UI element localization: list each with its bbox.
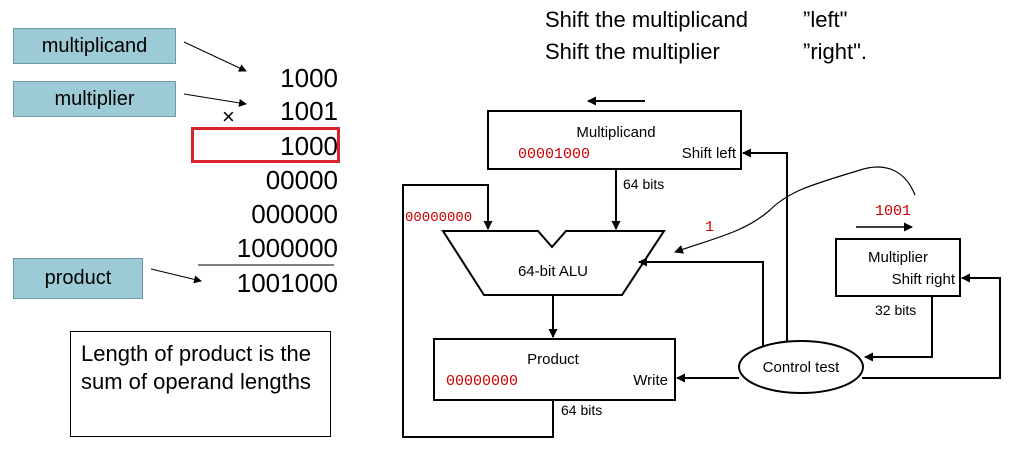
multiplier-register-title: Multiplier — [868, 249, 928, 266]
multiplier-arrow — [183, 93, 247, 107]
control-test-label: Control test — [763, 359, 841, 376]
multiplicand-register — [487, 110, 742, 170]
multiplicand-register-value: 00001000 — [518, 146, 590, 163]
header-line1-right: ”left" — [803, 7, 848, 32]
header-line1-left: Shift the multiplicand — [545, 7, 748, 32]
label-arrows — [150, 41, 334, 284]
multiplicand-arrow — [183, 41, 247, 72]
multiplier-register-value: 1001 — [875, 203, 911, 220]
multiplicand-bus-label: 64 bits — [623, 176, 664, 192]
alu-left-input-value: 00000000 — [405, 210, 472, 226]
partial-product-3: 000000 — [251, 199, 338, 229]
partial-product-4: 1000000 — [236, 233, 338, 263]
product-label: product — [44, 267, 112, 289]
product-register-title: Product — [527, 351, 580, 368]
multiplier-bus-label: 32 bits — [875, 302, 916, 318]
times-sign: × — [222, 104, 235, 129]
multiplicand-value: 1000 — [280, 63, 338, 93]
multiplier-label-box: multiplier — [13, 81, 176, 117]
header-line2-right: ”right". — [803, 39, 868, 64]
product-register-value: 00000000 — [446, 373, 518, 390]
multiplier-label: multiplier — [54, 87, 135, 110]
product-register — [433, 338, 676, 401]
alu-shape — [441, 230, 666, 296]
header-line2-left: Shift the multiplier — [545, 39, 720, 64]
multiplier-register — [835, 238, 961, 297]
product-bus-label: 64 bits — [561, 402, 602, 418]
partial-product-1: 1000 — [280, 131, 338, 161]
multiplicand-register-action: Shift left — [682, 145, 737, 162]
multiplicand-label: multiplicand — [41, 34, 148, 57]
control-test-unit — [738, 340, 864, 394]
multiplicand-label-box: multiplicand — [13, 28, 176, 64]
control-to-multiplier-arrow — [862, 273, 1001, 379]
product-value: 1001000 — [236, 268, 338, 298]
highlight-box — [191, 127, 340, 163]
product-feedback-loop — [402, 184, 554, 438]
multiplier-value: 1001 — [280, 96, 338, 126]
product-arrow — [150, 268, 202, 284]
bit-annotation-arrow — [674, 166, 916, 254]
multiplier-register-action: Shift right — [892, 271, 956, 288]
bit-annotation-label: 1 — [705, 219, 714, 236]
multiplier-to-control-arrow — [864, 296, 933, 362]
alu-label: 64-bit ALU — [518, 263, 588, 280]
product-register-action: Write — [633, 372, 668, 389]
product-label-box: product — [13, 258, 143, 299]
length-note: Length of product is the sum of operand … — [70, 331, 331, 437]
multiplicand-register-title: Multiplicand — [576, 124, 655, 141]
partial-product-2: 00000 — [265, 165, 338, 195]
control-to-alu-arrow — [638, 257, 764, 346]
control-to-multiplicand-arrow — [742, 148, 788, 342]
